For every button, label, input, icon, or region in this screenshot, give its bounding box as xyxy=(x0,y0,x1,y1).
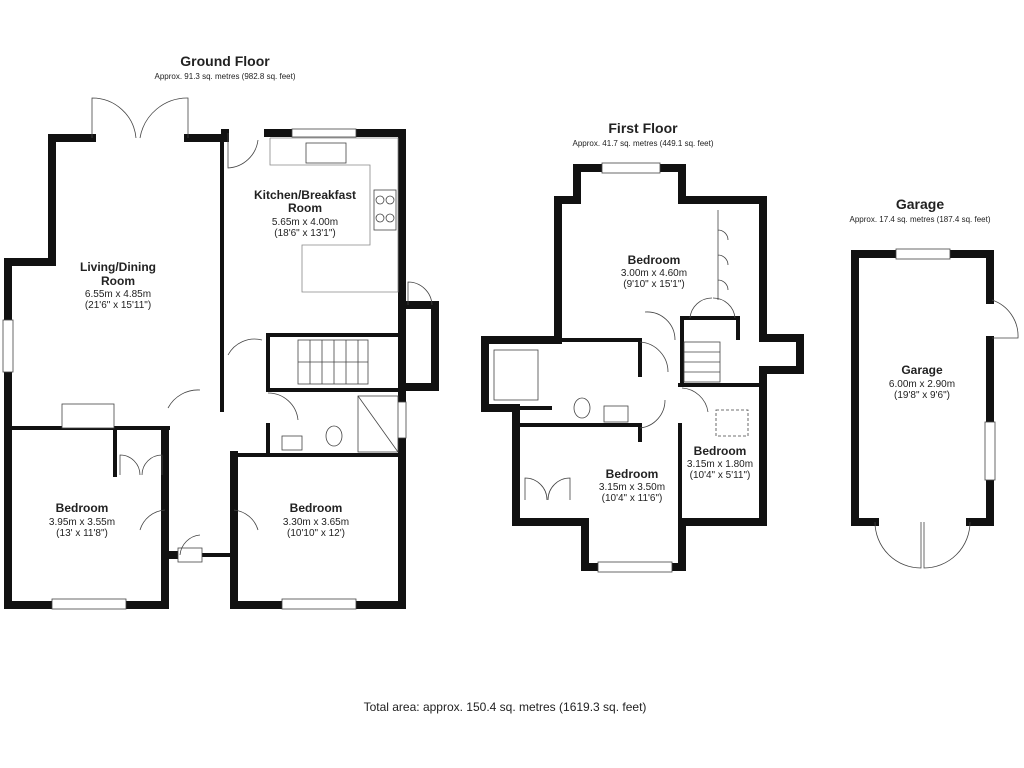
room-garage: Garage 6.00m x 2.90m (19'8" x 9'6") xyxy=(889,363,955,401)
garage-area: Approx. 17.4 sq. metres (187.4 sq. feet) xyxy=(850,215,991,224)
door-swing xyxy=(179,534,201,556)
svg-text:(10'4" x 11'6"): (10'4" x 11'6") xyxy=(602,493,663,504)
first-floor-area: Approx. 41.7 sq. metres (449.1 sq. feet) xyxy=(573,139,714,148)
kitchen-worktop xyxy=(269,137,399,293)
svg-text:3.15m x 3.50m: 3.15m x 3.50m xyxy=(599,482,665,493)
room-bedroom-first-large: Bedroom 3.00m x 4.60m (9'10" x 15'1") xyxy=(621,253,687,290)
wardrobe-doors xyxy=(689,297,736,319)
garage-outer-wall xyxy=(851,250,900,526)
garage-plan: Garage Approx. 17.4 sq. metres (187.4 sq… xyxy=(850,196,1019,569)
window xyxy=(281,598,357,610)
svg-text:6.00m x 2.90m: 6.00m x 2.90m xyxy=(889,379,955,390)
door-swing xyxy=(139,509,166,531)
svg-text:3.00m x 4.60m: 3.00m x 4.60m xyxy=(621,268,687,279)
basin-icon xyxy=(281,435,303,451)
door-swing xyxy=(267,392,299,421)
ground-floor-outer-wall xyxy=(4,134,179,609)
french-door xyxy=(139,97,189,139)
door-swing xyxy=(991,299,1019,339)
window xyxy=(601,162,661,174)
sink-icon xyxy=(305,142,347,164)
staircase xyxy=(297,339,369,385)
garage-outer-wall xyxy=(966,336,994,526)
svg-text:3.30m x 3.65m: 3.30m x 3.65m xyxy=(283,517,349,528)
svg-text:(21'6" x 15'11"): (21'6" x 15'11") xyxy=(85,300,151,311)
loft-hatch xyxy=(715,409,749,437)
door-swing xyxy=(639,341,669,373)
basin-icon xyxy=(603,405,629,423)
garage-title: Garage xyxy=(896,196,944,212)
room-bedroom-ground-left: Bedroom 3.95m x 3.55m (13' x 11'8") xyxy=(49,501,115,539)
door-swing xyxy=(233,509,259,531)
door-swing xyxy=(681,387,709,413)
door-swing xyxy=(167,389,201,409)
hob-icon xyxy=(373,189,397,231)
room-bedroom-first-bottom: Bedroom 3.15m x 3.50m (10'4" x 11'6") xyxy=(599,467,665,504)
garage-door xyxy=(874,521,922,569)
french-door xyxy=(91,97,137,139)
svg-text:Room: Room xyxy=(101,274,135,288)
svg-text:Bedroom: Bedroom xyxy=(56,501,109,515)
staircase xyxy=(683,341,721,383)
door-swing xyxy=(227,338,263,356)
room-bedroom-first-small: Bedroom 3.15m x 1.80m (10'4" x 5'11") xyxy=(687,444,753,481)
hob-ring-icon xyxy=(385,195,395,205)
wardrobe-doors xyxy=(119,454,163,476)
svg-text:(10'4" x 5'11"): (10'4" x 5'11") xyxy=(690,470,751,481)
toilet-icon xyxy=(573,397,591,419)
svg-text:(18'6" x 13'1"): (18'6" x 13'1") xyxy=(274,228,336,239)
window xyxy=(2,319,14,373)
svg-text:Room: Room xyxy=(288,201,322,215)
svg-text:Bedroom: Bedroom xyxy=(290,501,343,515)
fireplace xyxy=(61,403,115,429)
hob-ring-icon xyxy=(375,195,385,205)
svg-text:Living/Dining: Living/Dining xyxy=(80,260,156,274)
first-floor-title: First Floor xyxy=(608,120,678,136)
first-floor-plan: First Floor Approx. 41.7 sq. metres (449… xyxy=(481,120,804,573)
door-swing xyxy=(227,133,259,169)
svg-text:Kitchen/Breakfast: Kitchen/Breakfast xyxy=(254,188,356,202)
svg-text:Garage: Garage xyxy=(901,363,943,377)
wardrobe-doors xyxy=(717,210,729,300)
svg-text:3.15m x 1.80m: 3.15m x 1.80m xyxy=(687,459,753,470)
toilet-icon xyxy=(325,425,343,447)
room-kitchen-breakfast: Kitchen/Breakfast Room 5.65m x 4.00m (18… xyxy=(254,188,356,239)
front-door-step xyxy=(177,547,203,563)
door-swing xyxy=(639,399,666,429)
garage-door xyxy=(923,521,971,569)
door-swing xyxy=(407,281,433,306)
svg-text:(19'8" x 9'6"): (19'8" x 9'6") xyxy=(894,390,950,401)
svg-text:6.55m x 4.85m: 6.55m x 4.85m xyxy=(85,289,151,300)
garage-outer-wall xyxy=(946,250,994,304)
room-living-dining: Living/Dining Room 6.55m x 4.85m (21'6" … xyxy=(80,260,156,311)
hob-ring-icon xyxy=(385,213,395,223)
ground-floor-outer-wall xyxy=(264,129,439,391)
svg-text:(13' x 11'8"): (13' x 11'8") xyxy=(56,528,108,539)
ground-floor-plan: Ground Floor Approx. 91.3 sq. metres (98… xyxy=(2,53,439,610)
window xyxy=(291,128,357,138)
svg-text:3.95m x 3.55m: 3.95m x 3.55m xyxy=(49,517,115,528)
svg-text:(9'10" x 15'1"): (9'10" x 15'1") xyxy=(623,279,685,290)
wardrobe-doors xyxy=(524,477,571,501)
door-swing xyxy=(644,311,676,341)
bath-icon xyxy=(493,349,539,401)
svg-text:Bedroom: Bedroom xyxy=(694,444,747,458)
svg-text:Bedroom: Bedroom xyxy=(628,253,681,267)
total-area: Total area: approx. 150.4 sq. metres (16… xyxy=(364,700,647,714)
svg-text:Bedroom: Bedroom xyxy=(606,467,659,481)
window xyxy=(895,248,951,260)
room-bedroom-ground-right: Bedroom 3.30m x 3.65m (10'10" x 12') xyxy=(283,501,349,539)
ground-floor-area: Approx. 91.3 sq. metres (982.8 sq. feet) xyxy=(155,72,296,81)
svg-text:5.65m x 4.00m: 5.65m x 4.00m xyxy=(272,217,338,228)
hob-ring-icon xyxy=(375,213,385,223)
svg-text:(10'10" x 12'): (10'10" x 12') xyxy=(287,528,345,539)
window xyxy=(597,561,673,573)
window xyxy=(51,598,127,610)
window xyxy=(984,421,996,481)
ground-floor-title: Ground Floor xyxy=(180,53,270,69)
